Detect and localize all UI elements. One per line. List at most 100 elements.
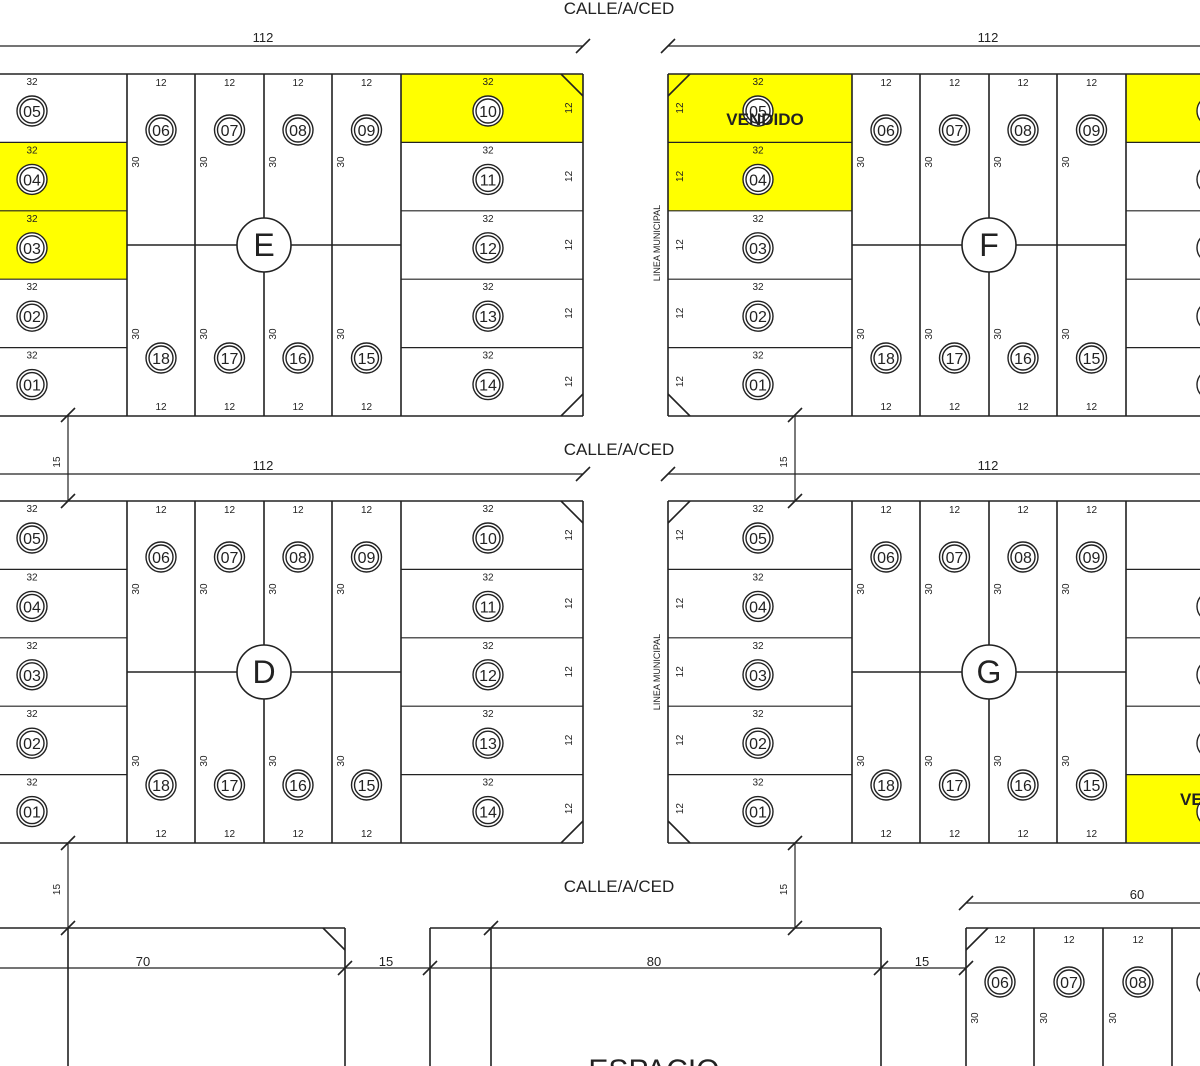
dim-D-03-front: 32 <box>26 641 38 652</box>
lot-D-03-circle-inner <box>19 662 45 688</box>
lot-D-03-number: 03 <box>23 668 41 685</box>
dim-lower-right-07-front: 12 <box>1063 935 1075 946</box>
lot-E-15-circle-inner <box>353 345 380 371</box>
dim-G-15-depth: 30 <box>1061 755 1072 767</box>
dim-G-06-depth: 30 <box>856 583 867 595</box>
dim-G-08-depth: 30 <box>993 583 1004 595</box>
lot-F-01-number: 01 <box>749 378 767 395</box>
lot-lower-right-06-circle-inner <box>987 969 1013 995</box>
lot-D-15-number: 15 <box>358 778 376 795</box>
dim-G-07-depth: 30 <box>924 583 935 595</box>
dim-G-01-side: 12 <box>675 803 686 815</box>
dim-E-18-depth: 30 <box>131 328 142 340</box>
dimension-tick-112-end-2 <box>575 466 591 482</box>
lot-E-01-number: 01 <box>23 378 41 395</box>
lot-D-11-number: 11 <box>480 599 497 616</box>
dim-D-15-depth: 30 <box>336 755 347 767</box>
lot-E-16-number: 16 <box>289 351 307 368</box>
block-F-letter: F <box>979 227 999 263</box>
block-D-letter: D <box>252 654 275 690</box>
lot-G-17-circle-inner <box>941 772 968 798</box>
lot-D-10-number: 10 <box>479 531 497 548</box>
lot-E-16-circle-inner <box>285 345 311 371</box>
lot-E-06-number: 06 <box>152 123 170 140</box>
lot-F-04-number: 04 <box>749 172 767 189</box>
block-E-circle <box>236 217 292 273</box>
lot-G-08-circle-inner <box>1010 544 1036 570</box>
lot-D-07-number: 07 <box>221 550 239 567</box>
dim-D-02-front: 32 <box>26 709 38 720</box>
lot-D-17-circle-inner <box>216 772 243 798</box>
lot-D-08-circle-inner <box>285 544 311 570</box>
dim-E-08-front: 12 <box>292 78 304 89</box>
street-label-top: CALLE/A/CED <box>564 0 675 18</box>
dim-E-01-front: 32 <box>26 351 38 362</box>
lot-F-06-circle-inner <box>873 117 899 143</box>
block-D-circle <box>236 644 292 700</box>
lot-E-02-circle-inner <box>19 303 45 329</box>
lot-E-17-circle-inner <box>216 345 243 371</box>
dim-F-17-depth: 30 <box>924 328 935 340</box>
block-F-chamfer-bl <box>667 393 691 417</box>
lot-lower-right-08-number: 08 <box>1129 975 1147 992</box>
dim-G-16-depth: 30 <box>993 755 1004 767</box>
lot-F-15-circle-inner <box>1078 345 1105 371</box>
dim-F-05-front: 32 <box>752 77 764 88</box>
lot-F-03-number: 03 <box>749 241 767 258</box>
lot-F-03-circle-inner <box>745 235 771 261</box>
dim-G-18-front: 12 <box>880 829 892 840</box>
dim-E-16-front: 12 <box>292 402 304 413</box>
lot-E-05-number: 05 <box>23 104 41 121</box>
dim-G-09-depth: 30 <box>1061 583 1072 595</box>
lot-F-18-number: 18 <box>877 351 895 368</box>
lot-G-16-circle-inner <box>1010 772 1036 798</box>
block-E-chamfer-br <box>560 393 584 417</box>
lot-E-09-circle-inner <box>353 117 380 143</box>
dimension-tick-112-start-3 <box>660 466 676 482</box>
dimension-label-112-1: 112 <box>978 30 999 45</box>
dim-F-08-front: 12 <box>1017 78 1029 89</box>
dim-D-07-front: 12 <box>224 505 236 516</box>
lot-E-14-number: 14 <box>479 378 497 395</box>
block-D-chamfer-tr <box>560 500 584 524</box>
dim-E-07-front: 12 <box>224 78 236 89</box>
dim-G-04-front: 32 <box>752 572 764 583</box>
dim-E-17-front: 12 <box>224 402 236 413</box>
dim-D-13-front: 32 <box>482 709 494 720</box>
lot-E-10-circle-inner <box>475 98 501 124</box>
lot-lower-right-07-circle-inner <box>1056 969 1082 995</box>
dim-G-07-front: 12 <box>949 505 961 516</box>
dim-F-16-depth: 30 <box>993 328 1004 340</box>
lot-F-09-circle-inner <box>1078 117 1105 143</box>
lot-F-05-circle-inner <box>745 98 771 124</box>
dim-G-01-front: 32 <box>752 778 764 789</box>
dim-E-10-side: 12 <box>564 102 575 114</box>
dimension-tick-15-top-3 <box>787 835 803 851</box>
lot-G-05-circle-inner <box>745 525 771 551</box>
block-D-chamfer-br <box>560 820 584 844</box>
lot-E-14-circle-inner <box>475 371 501 398</box>
dimension-tick-112-start-1 <box>660 38 676 54</box>
lot-E-04-circle-inner <box>19 166 45 193</box>
dim-E-10-front: 32 <box>482 77 494 88</box>
dim-F-09-depth: 30 <box>1061 156 1072 168</box>
dim-G-05-front: 32 <box>752 504 764 515</box>
dim-F-15-depth: 30 <box>1061 328 1072 340</box>
lot-E-03-circle-inner <box>19 235 45 261</box>
lot-E-07-number: 07 <box>221 123 239 140</box>
lot-E-02-number: 02 <box>23 309 41 326</box>
block-F-edge-lot-3 <box>1196 306 1200 327</box>
dimension-label-112-2: 112 <box>253 458 274 473</box>
dim-D-16-depth: 30 <box>268 755 279 767</box>
dim-D-10-side: 12 <box>564 529 575 541</box>
lot-G-07-number: 07 <box>946 550 964 567</box>
lot-G-04-number: 04 <box>749 599 767 616</box>
dim-G-03-side: 12 <box>675 666 686 678</box>
lower-right-chamfer <box>965 927 989 951</box>
dim-F-01-front: 32 <box>752 351 764 362</box>
lot-E-01-circle-inner <box>19 371 45 398</box>
dim-D-12-front: 32 <box>482 641 494 652</box>
dimension-tick-15-bottom-1 <box>787 493 803 509</box>
dim-E-14-side: 12 <box>564 376 575 388</box>
dim-F-02-front: 32 <box>752 282 764 293</box>
